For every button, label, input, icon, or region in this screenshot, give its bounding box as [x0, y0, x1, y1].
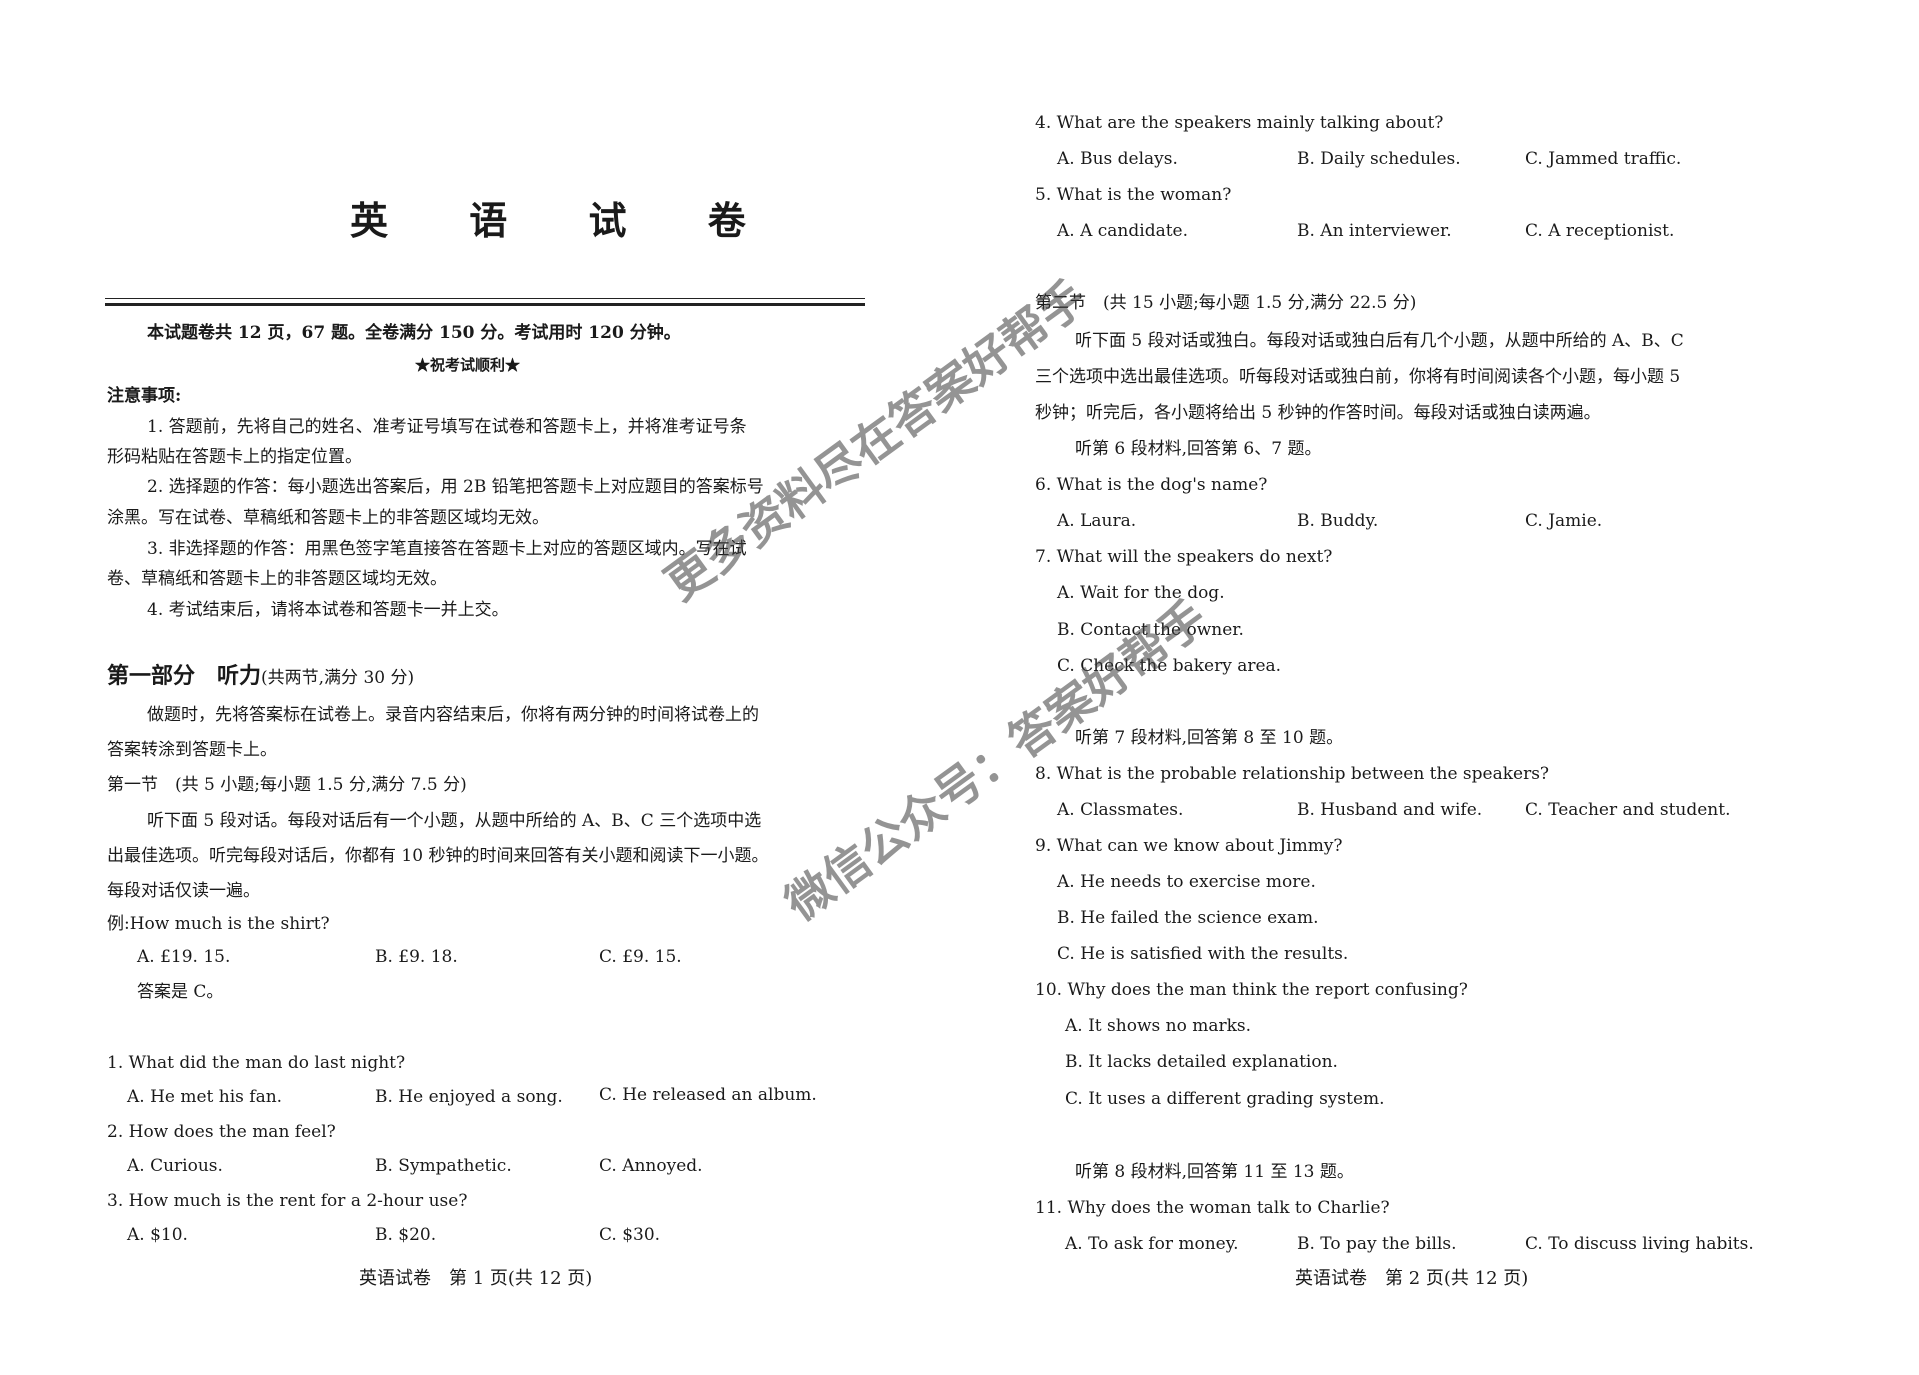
section2-instruction: 听下面 5 段对话或独白。每段对话或独白后有几个小题，从题中所给的 A、B、C [1075, 331, 1684, 351]
material-6-heading: 听第 6 段材料,回答第 6、7 题。 [1075, 439, 1322, 459]
q1-option-a: A. He met his fan. [127, 1087, 283, 1107]
q10-option-c: C. It uses a different grading system. [1065, 1089, 1385, 1109]
material-8-heading: 听第 8 段材料,回答第 11 至 13 题。 [1075, 1162, 1354, 1182]
q10-option-a: A. It shows no marks. [1065, 1016, 1252, 1036]
page-2: 4. What are the speakers mainly talking … [1035, 0, 1845, 1375]
q7-option-b: B. Contact the owner. [1057, 620, 1244, 640]
exam-wish: ★祝考试顺利★ [415, 356, 521, 374]
q9-option-b: B. He failed the science exam. [1057, 908, 1319, 928]
section1-instruction: 出最佳选项。听完每段对话后，你都有 10 秒钟的时间来回答有关小题和阅读下一小题… [107, 846, 769, 866]
exam-intro: 本试题卷共 12 页，67 题。全卷满分 150 分。考试用时 120 分钟。 [147, 323, 681, 343]
question-8: 8. What is the probable relationship bet… [1035, 764, 1550, 784]
section1-title: 第一节 (共 5 小题;每小题 1.5 分,满分 7.5 分) [107, 775, 467, 795]
material-7-heading: 听第 7 段材料,回答第 8 至 10 题。 [1075, 728, 1344, 748]
question-5: 5. What is the woman? [1035, 185, 1232, 205]
q4-option-c: C. Jammed traffic. [1525, 149, 1682, 169]
part1-title: 第一部分 听力 [107, 663, 262, 689]
notice-line: 3. 非选择题的作答：用黑色签字笔直接答在答题卡上对应的答题区域内。写在试 [147, 539, 747, 559]
question-9: 9. What can we know about Jimmy? [1035, 836, 1343, 856]
q9-option-c: C. He is satisfied with the results. [1057, 944, 1349, 964]
notice-line: 涂黑。写在试卷、草稿纸和答题卡上的非答题区域均无效。 [107, 508, 549, 528]
q1-option-c: C. He released an album. [599, 1085, 817, 1105]
q2-option-b: B. Sympathetic. [375, 1156, 512, 1176]
part1-heading: 第一部分 听力(共两节,满分 30 分) [107, 665, 414, 689]
part1-instruction: 答案转涂到答题卡上。 [107, 740, 277, 760]
section1-instruction: 听下面 5 段对话。每段对话后有一个小题，从题中所给的 A、B、C 三个选项中选 [147, 811, 762, 831]
question-6: 6. What is the dog's name? [1035, 475, 1268, 495]
q8-option-b: B. Husband and wife. [1297, 800, 1483, 820]
q3-option-c: C. $30. [599, 1225, 661, 1245]
q5-option-b: B. An interviewer. [1297, 221, 1452, 241]
q4-option-b: B. Daily schedules. [1297, 149, 1461, 169]
example-option-c: C. £9. 15. [599, 947, 682, 967]
q6-option-b: B. Buddy. [1297, 511, 1379, 531]
example-answer: 答案是 C。 [137, 982, 224, 1002]
title-rule-thick [105, 303, 865, 306]
q10-option-b: B. It lacks detailed explanation. [1065, 1052, 1338, 1072]
question-11: 11. Why does the woman talk to Charlie? [1035, 1198, 1390, 1218]
q7-option-a: A. Wait for the dog. [1057, 583, 1225, 603]
question-2: 2. How does the man feel? [107, 1122, 336, 1142]
page-footer: 英语试卷 第 1 页(共 12 页) [359, 1268, 593, 1289]
notice-line: 4. 考试结束后，请将本试卷和答题卡一并上交。 [147, 600, 509, 620]
notice-line: 卷、草稿纸和答题卡上的非答题区域均无效。 [107, 569, 447, 589]
q2-option-c: C. Annoyed. [599, 1156, 703, 1176]
section1-instruction: 每段对话仅读一遍。 [107, 881, 260, 901]
part1-subtitle: (共两节,满分 30 分) [261, 668, 415, 688]
exam-title: 英 语 试 卷 [350, 198, 780, 243]
notice-line: 1. 答题前，先将自己的姓名、准考证号填写在试卷和答题卡上，并将准考证号条 [147, 417, 747, 437]
title-rule-thin [105, 298, 865, 299]
example-option-a: A. £19. 15. [137, 947, 231, 967]
question-3: 3. How much is the rent for a 2-hour use… [107, 1191, 468, 1211]
question-10: 10. Why does the man think the report co… [1035, 980, 1468, 1000]
section2-instruction: 秒钟；听完后，各小题将给出 5 秒钟的作答时间。每段对话或独白读两遍。 [1035, 403, 1601, 423]
q8-option-a: A. Classmates. [1057, 800, 1184, 820]
q9-option-a: A. He needs to exercise more. [1057, 872, 1316, 892]
q2-option-a: A. Curious. [127, 1156, 223, 1176]
q11-option-c: C. To discuss living habits. [1525, 1234, 1754, 1254]
question-7: 7. What will the speakers do next? [1035, 547, 1333, 567]
part1-instruction: 做题时，先将答案标在试卷上。录音内容结束后，你将有两分钟的时间将试卷上的 [147, 705, 759, 725]
q6-option-a: A. Laura. [1057, 511, 1137, 531]
q8-option-c: C. Teacher and student. [1525, 800, 1731, 820]
section2-instruction: 三个选项中选出最佳选项。听每段对话或独白前，你将有时间阅读各个小题，每小题 5 [1035, 367, 1681, 387]
example-question: 例:How much is the shirt? [107, 914, 330, 934]
section2-title: 第二节 (共 15 小题;每小题 1.5 分,满分 22.5 分) [1035, 293, 1417, 313]
question-1: 1. What did the man do last night? [107, 1053, 406, 1073]
notice-line: 形码粘贴在答题卡上的指定位置。 [107, 447, 362, 467]
q1-option-b: B. He enjoyed a song. [375, 1087, 563, 1107]
q11-option-a: A. To ask for money. [1065, 1234, 1239, 1254]
q7-option-c: C. Check the bakery area. [1057, 656, 1282, 676]
notice-line: 2. 选择题的作答：每小题选出答案后，用 2B 铅笔把答题卡上对应题目的答案标号 [147, 477, 764, 497]
q6-option-c: C. Jamie. [1525, 511, 1603, 531]
q5-option-a: A. A candidate. [1057, 221, 1189, 241]
page-1: 英 语 试 卷 本试题卷共 12 页，67 题。全卷满分 150 分。考试用时 … [105, 0, 865, 1375]
q4-option-a: A. Bus delays. [1057, 149, 1178, 169]
notice-heading: 注意事项: [107, 386, 182, 406]
q3-option-a: A. $10. [127, 1225, 188, 1245]
example-option-b: B. £9. 18. [375, 947, 458, 967]
q3-option-b: B. $20. [375, 1225, 437, 1245]
page-footer: 英语试卷 第 2 页(共 12 页) [1295, 1268, 1529, 1289]
question-4: 4. What are the speakers mainly talking … [1035, 113, 1444, 133]
q11-option-b: B. To pay the bills. [1297, 1234, 1457, 1254]
q5-option-c: C. A receptionist. [1525, 221, 1675, 241]
